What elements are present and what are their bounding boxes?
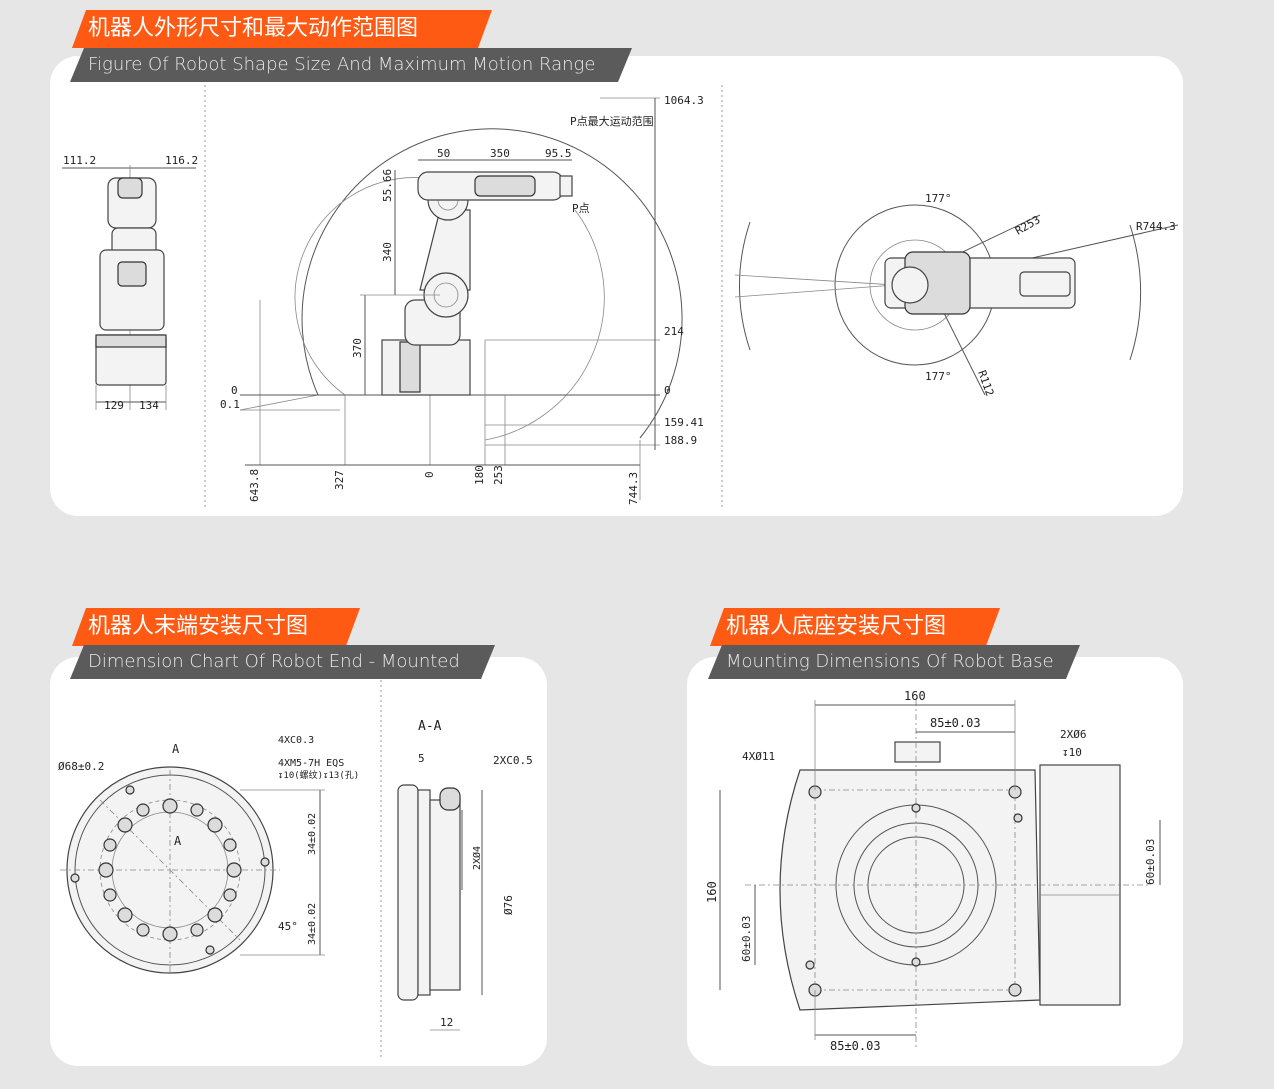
side-b-dim-1: 643.8 [248, 469, 261, 502]
side-r-dim-3: 0 [664, 384, 671, 397]
base-bottom-center: 85±0.03 [830, 1039, 881, 1053]
front-view: 111.2 116.2 129 134 [62, 154, 198, 412]
front-dim-2: 116.2 [165, 154, 198, 167]
section-outer: Ø76 [502, 895, 515, 915]
top-r2: R744.3 [1136, 220, 1176, 233]
section3-title-cn: 机器人底座安装尺寸图 [710, 608, 1000, 646]
section1-title-cn: 机器人外形尺寸和最大动作范围图 [72, 10, 492, 48]
flange-angle: 45° [278, 920, 298, 933]
side-b-dim-6: 744.3 [627, 472, 640, 505]
side-top-dim-1: 50 [437, 147, 450, 160]
section-depth: 5 [418, 752, 425, 765]
side-v-dim-3: 370 [351, 338, 364, 358]
side-b-dim-2: 327 [333, 470, 346, 490]
front-dim-1: 111.2 [63, 154, 96, 167]
side-v-dim-1: 55.66 [381, 169, 394, 202]
side-b-dim-4: 180 [473, 465, 486, 485]
side-r-dim-4: 159.41 [664, 416, 704, 429]
flange-front-view: Ø68±0.2 4XC0.3 4XM5-7H EQS ↧10(螺纹)↧13(孔)… [58, 735, 359, 975]
top-angle-2: 177° [925, 370, 952, 383]
front-dim-4: 134 [139, 399, 159, 412]
side-l-dim-1: 0 [231, 384, 238, 397]
robot-shape-drawing: 111.2 116.2 129 134 [62, 85, 1179, 510]
base-pin-depth: ↧10 [1062, 746, 1082, 759]
side-top-dim-2: 350 [490, 147, 510, 160]
top-r1: R253 [1013, 213, 1042, 238]
section-mark-a1: A [172, 742, 180, 756]
flange-holes [98, 798, 242, 942]
side-b-dim-3: 0 [423, 471, 436, 478]
side-top-dim-3: 95.5 [545, 147, 572, 160]
base-width: 160 [904, 689, 926, 703]
base-mount-drawing: 160 85±0.03 2XØ6 ↧10 4XØ11 160 60±0.03 6… [705, 689, 1161, 1053]
side-l-dim-2: 0.1 [220, 398, 240, 411]
top-r3: R112 [975, 369, 996, 398]
section-pin: 2XØ4 [471, 846, 483, 870]
base-height: 160 [705, 881, 719, 903]
flange-dim-2: 34±0.02 [307, 903, 318, 945]
base-pin: 2XØ6 [1060, 728, 1087, 741]
top-view: 177° 177° R253 R744.3 R112 [734, 192, 1179, 398]
side-label-p-range: P点最大运动范围 [570, 114, 654, 128]
section2-title-en: Dimension Chart Of Robot End - Mounted [70, 645, 495, 679]
base-holes: 4XØ11 [742, 750, 775, 763]
section-mark-a2: A [174, 834, 182, 848]
flange-dim-1: 34±0.02 [307, 813, 318, 855]
flange-thread: 4XM5-7H EQS [278, 758, 344, 769]
section1-title-en: Figure Of Robot Shape Size And Maximum M… [70, 48, 632, 82]
flange-section-view: A-A 5 2XC0.5 2XØ4 Ø76 12 [397, 719, 533, 1031]
flange-chamfer: 4XC0.3 [278, 735, 314, 746]
flange-thread-depth: ↧10(螺纹)↧13(孔) [278, 769, 359, 781]
flange-dia: Ø68±0.2 [58, 760, 104, 773]
base-right-offset: 60±0.03 [1144, 839, 1157, 885]
section-label: A-A [418, 719, 442, 734]
side-r-dim-1: 1064.3 [664, 94, 704, 107]
section-thickness: 12 [440, 1016, 453, 1029]
base-center: 85±0.03 [930, 716, 981, 730]
base-drawing: 160 85±0.03 2XØ6 ↧10 4XØ11 160 60±0.03 6… [705, 689, 1161, 1053]
side-r-dim-2: 214 [664, 325, 684, 338]
end-mount-drawing: Ø68±0.2 4XC0.3 4XM5-7H EQS ↧10(螺纹)↧13(孔)… [58, 680, 533, 1060]
front-dim-3: 129 [104, 399, 124, 412]
section2-title-cn: 机器人末端安装尺寸图 [72, 608, 360, 646]
side-b-dim-5: 253 [492, 465, 505, 485]
base-left-offset: 60±0.03 [740, 916, 753, 962]
side-view: 50 350 95.5 55.66 340 370 P点最大运动范围 P点 10… [220, 94, 704, 505]
side-label-p: P点 [572, 202, 590, 215]
section3-title-en: Mounting Dimensions Of Robot Base [708, 645, 1080, 679]
side-r-dim-5: 188.9 [664, 434, 697, 447]
top-angle-1: 177° [925, 192, 952, 205]
side-v-dim-2: 340 [381, 242, 394, 262]
section-chamfer: 2XC0.5 [493, 754, 533, 767]
